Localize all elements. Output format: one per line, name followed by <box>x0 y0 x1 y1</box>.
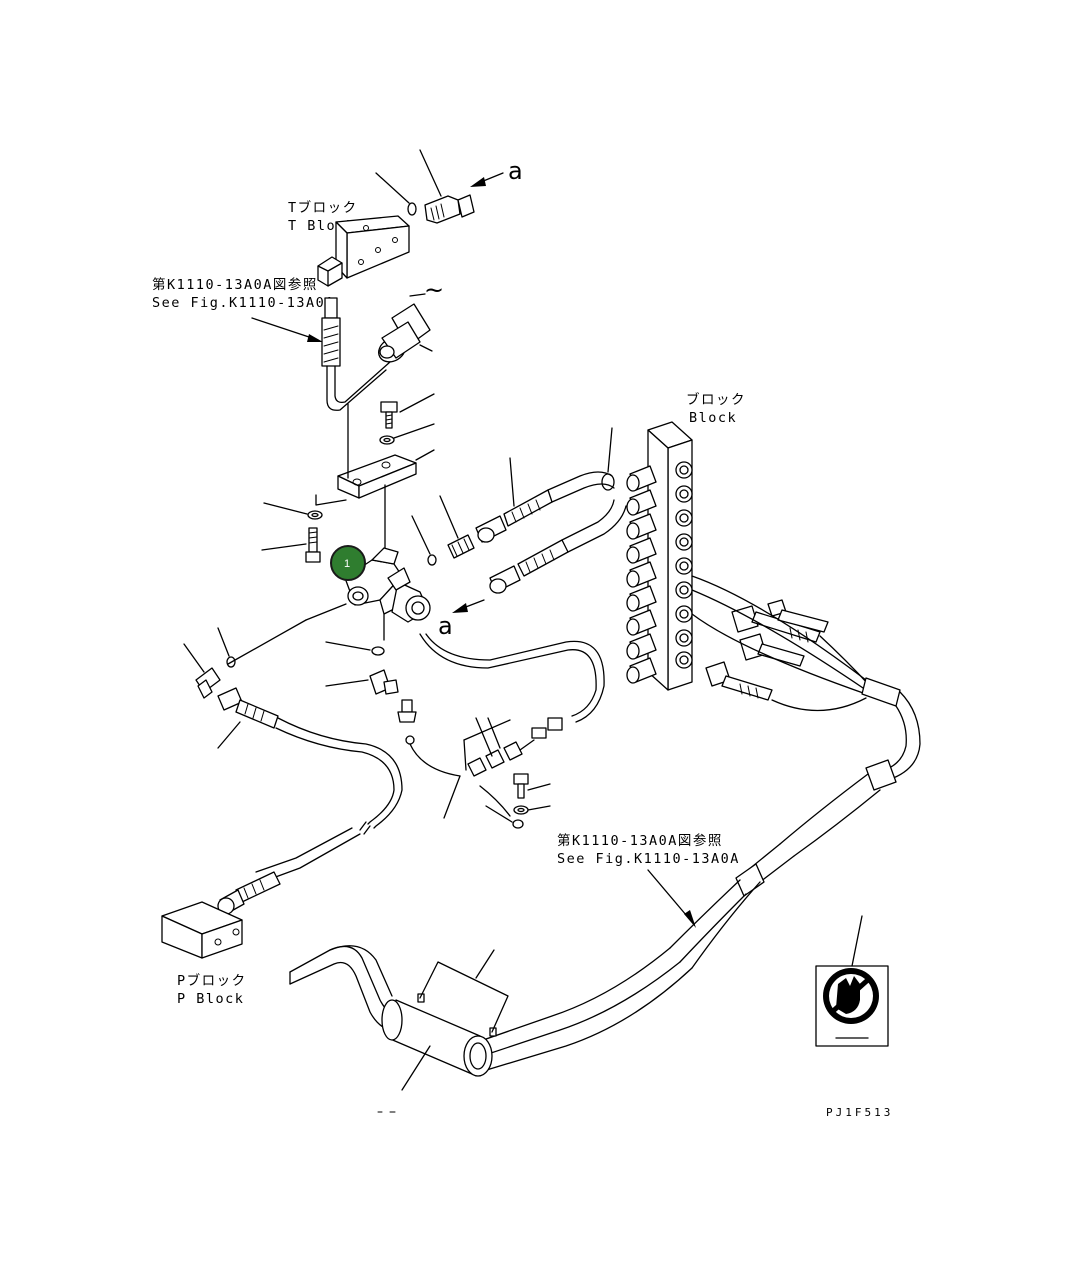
bolt-lower <box>513 773 551 799</box>
callout-number: 1 <box>344 558 350 570</box>
elbow-left <box>183 643 221 699</box>
block-label-jp: ブロック <box>686 391 746 408</box>
block-manifold: ブロック Block <box>647 391 746 691</box>
washer-upper <box>379 423 435 445</box>
bolt-left <box>261 527 321 563</box>
ref-top-label-en: See Fig.K1110-13A0A <box>152 295 335 311</box>
ref-top-label-jp: 第K1110-13A0A図参照 <box>152 276 318 293</box>
arrow-a-top-label: a <box>508 157 523 185</box>
tilde-mark: ~ <box>424 276 444 304</box>
p-block-label-en: P Block <box>177 991 244 1007</box>
block-ports-right <box>675 461 693 669</box>
wire-harness-bundle <box>669 575 921 969</box>
filter-cylinder: ~ <box>378 276 444 363</box>
washer-left <box>263 502 323 520</box>
ref-bottom: 第K1110-13A0A図参照 See Fig.K1110-13A0A <box>557 832 740 928</box>
ring-terminal <box>485 805 524 829</box>
o-ring-valve-right <box>411 515 437 566</box>
hose-to-p-block <box>217 871 281 915</box>
elbow-below-valve <box>325 669 399 695</box>
ref-bottom-label-jp: 第K1110-13A0A図参照 <box>557 832 723 849</box>
t-block: Tブロック T Block <box>288 199 410 287</box>
pressure-sensor <box>397 699 461 777</box>
washer-lower <box>513 805 551 815</box>
connector-cluster <box>443 717 535 819</box>
connector-right <box>439 495 475 559</box>
clip-top-block <box>601 427 615 491</box>
o-ring-top <box>375 172 417 216</box>
bolt-upper <box>380 393 435 429</box>
pipe-sleeve <box>381 949 509 1091</box>
hose-left <box>217 603 403 883</box>
p-block-label-jp: Pブロック <box>177 972 247 989</box>
o-ring-left <box>217 627 236 668</box>
o-ring-below-valve <box>325 641 385 656</box>
p-block: Pブロック P Block <box>161 901 247 1007</box>
block-ports-left <box>626 465 657 684</box>
drawing-code: PJ1F513 <box>826 1106 893 1119</box>
hose-lower-to-block <box>489 499 627 594</box>
mounting-bracket <box>315 403 435 561</box>
hose-upper-to-block <box>475 457 615 543</box>
t-block-label-jp: Tブロック <box>288 199 358 216</box>
callout-badge-1[interactable]: 1 <box>330 545 366 581</box>
arrow-a-top: a <box>470 157 523 187</box>
arrow-a-mid-label: a <box>438 612 453 640</box>
elbow-fitting-top <box>419 149 475 224</box>
caution-plate <box>815 915 889 1047</box>
ref-top: 第K1110-13A0A図参照 See Fig.K1110-13A0A <box>152 276 335 342</box>
ref-bottom-label-en: See Fig.K1110-13A0A <box>557 851 740 867</box>
block-label-en: Block <box>689 410 737 426</box>
block-hose-fittings <box>705 599 829 701</box>
hose-vertical-top <box>321 297 391 411</box>
sensor-wire-loop <box>419 633 605 739</box>
arrow-a-mid: a <box>438 599 485 640</box>
